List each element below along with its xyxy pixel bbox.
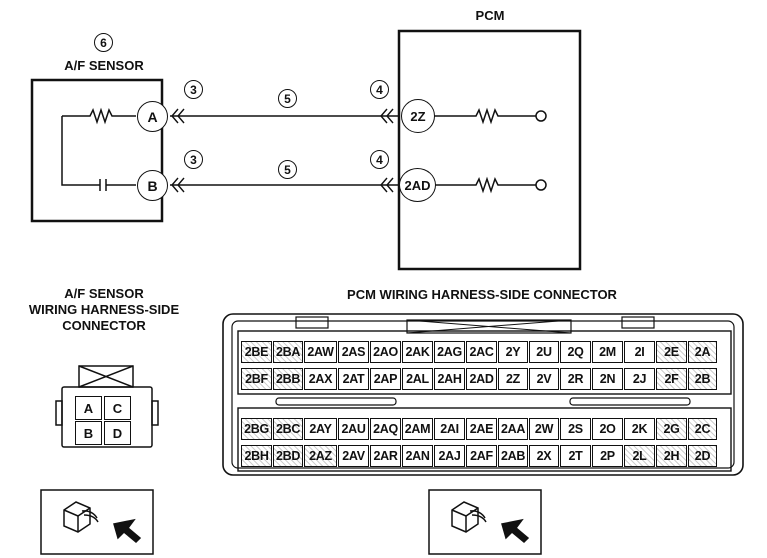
pcm-pin-2ba: 2BA	[273, 341, 303, 363]
connector-chevrons	[171, 108, 394, 193]
pcm-pin-2n: 2N	[592, 368, 623, 390]
harness-side-view-icon-left	[40, 489, 154, 555]
pcm-pin-2bc: 2BC	[273, 418, 303, 440]
pcm-pin-2ag: 2AG	[434, 341, 465, 363]
pcm-pin-2aj: 2AJ	[434, 445, 465, 467]
pcm-pin-2be: 2BE	[241, 341, 272, 363]
pcm-pin-2q: 2Q	[560, 341, 591, 363]
pcm-pin-2e: 2E	[656, 341, 687, 363]
pcm-pin-2g: 2G	[656, 418, 687, 440]
pcm-pin-2ah: 2AH	[434, 368, 465, 390]
pcm-pin-2bh: 2BH	[241, 445, 272, 467]
pcm-pin-2ao: 2AO	[370, 341, 401, 363]
pcm-pin-2s: 2S	[560, 418, 591, 440]
pcm-pin-2y: 2Y	[498, 341, 528, 363]
pcm-pin-2u: 2U	[529, 341, 559, 363]
pcm-pin-2ae: 2AE	[466, 418, 497, 440]
pcm-pin-2ab: 2AB	[498, 445, 528, 467]
callout-sensor-connector-upper: 3	[184, 80, 203, 99]
pcm-pin-2ar: 2AR	[370, 445, 401, 467]
pcm-pin-2v: 2V	[529, 368, 559, 390]
pcm-pin-2bb: 2BB	[273, 368, 303, 390]
pcm-pin-2al: 2AL	[402, 368, 433, 390]
pcm-pin-2ai: 2AI	[434, 418, 465, 440]
sensor-connector-cell-b: B	[75, 421, 102, 445]
pcm-pin-2j: 2J	[624, 368, 655, 390]
sensor-connector-cell-c: C	[104, 396, 131, 420]
harness-wires	[170, 115, 398, 186]
pcm-pin-2ak: 2AK	[402, 341, 433, 363]
pcm-pin-2l: 2L	[624, 445, 655, 467]
pcm-pin-2bf: 2BF	[241, 368, 272, 390]
pcm-pin-2f: 2F	[656, 368, 687, 390]
pcm-title: PCM	[475, 8, 505, 23]
pcm-terminal-2ad: 2AD	[399, 168, 436, 202]
pcm-pin-2i: 2I	[624, 341, 655, 363]
pcm-pin-2h: 2H	[656, 445, 687, 467]
pcm-pin-2an: 2AN	[402, 445, 433, 467]
pcm-pin-2ac: 2AC	[466, 341, 497, 363]
sensor-connector-caption-2: WIRING HARNESS-SIDE	[28, 302, 180, 317]
pcm-pin-2z: 2Z	[498, 368, 528, 390]
pcm-pin-2a: 2A	[688, 341, 717, 363]
pcm-pin-2az: 2AZ	[304, 445, 337, 467]
pcm-pin-2ad: 2AD	[466, 368, 497, 390]
pcm-connector-caption: PCM WIRING HARNESS-SIDE CONNECTOR	[347, 287, 617, 302]
pcm-pin-2d: 2D	[688, 445, 717, 467]
pcm-pin-2aq: 2AQ	[370, 418, 401, 440]
pcm-pin-2b: 2B	[688, 368, 717, 390]
pcm-pin-2aa: 2AA	[498, 418, 528, 440]
sensor-connector-caption-1: A/F SENSOR	[64, 286, 144, 301]
af-sensor-title: A/F SENSOR	[64, 58, 144, 73]
pcm-pin-2m: 2M	[592, 341, 623, 363]
pcm-pin-2k: 2K	[624, 418, 655, 440]
callout-pcm-connector-lower: 4	[370, 150, 389, 169]
pcm-pin-2ap: 2AP	[370, 368, 401, 390]
callout-wire-upper: 5	[278, 89, 297, 108]
callout-sensor-number: 6	[94, 33, 113, 52]
pcm-pin-2at: 2AT	[338, 368, 369, 390]
callout-pcm-connector-upper: 4	[370, 80, 389, 99]
sensor-connector-outline	[55, 365, 159, 448]
af-sensor-box	[30, 78, 164, 223]
pcm-box	[397, 29, 582, 271]
pcm-pin-2as: 2AS	[338, 341, 369, 363]
pcm-pin-2bg: 2BG	[241, 418, 272, 440]
sensor-connector-cell-a: A	[75, 396, 102, 420]
pcm-internal-circuit	[434, 107, 547, 194]
pcm-pin-2av: 2AV	[338, 445, 369, 467]
pcm-pin-2aw: 2AW	[304, 341, 337, 363]
pcm-pin-2r: 2R	[560, 368, 591, 390]
harness-side-view-icon-right	[428, 489, 542, 555]
callout-sensor-connector-lower: 3	[184, 150, 203, 169]
sensor-internal-circuit	[61, 107, 136, 191]
pcm-pin-2ay: 2AY	[304, 418, 337, 440]
pcm-pin-2w: 2W	[529, 418, 559, 440]
pcm-pin-2x: 2X	[529, 445, 559, 467]
sensor-terminal-a: A	[137, 101, 168, 132]
pcm-pin-2am: 2AM	[402, 418, 433, 440]
sensor-connector-cell-d: D	[104, 421, 131, 445]
pcm-pin-2bd: 2BD	[273, 445, 303, 467]
pcm-pin-2au: 2AU	[338, 418, 369, 440]
sensor-terminal-b: B	[137, 170, 168, 201]
sensor-connector-caption-3: CONNECTOR	[62, 318, 146, 333]
callout-wire-lower: 5	[278, 160, 297, 179]
pcm-pin-2t: 2T	[560, 445, 591, 467]
pcm-pin-2af: 2AF	[466, 445, 497, 467]
pcm-pin-2ax: 2AX	[304, 368, 337, 390]
pcm-pin-2p: 2P	[592, 445, 623, 467]
pcm-terminal-2z: 2Z	[401, 99, 435, 133]
pcm-pin-2o: 2O	[592, 418, 623, 440]
pcm-pin-2c: 2C	[688, 418, 717, 440]
pcm-connector-housing	[222, 313, 744, 476]
